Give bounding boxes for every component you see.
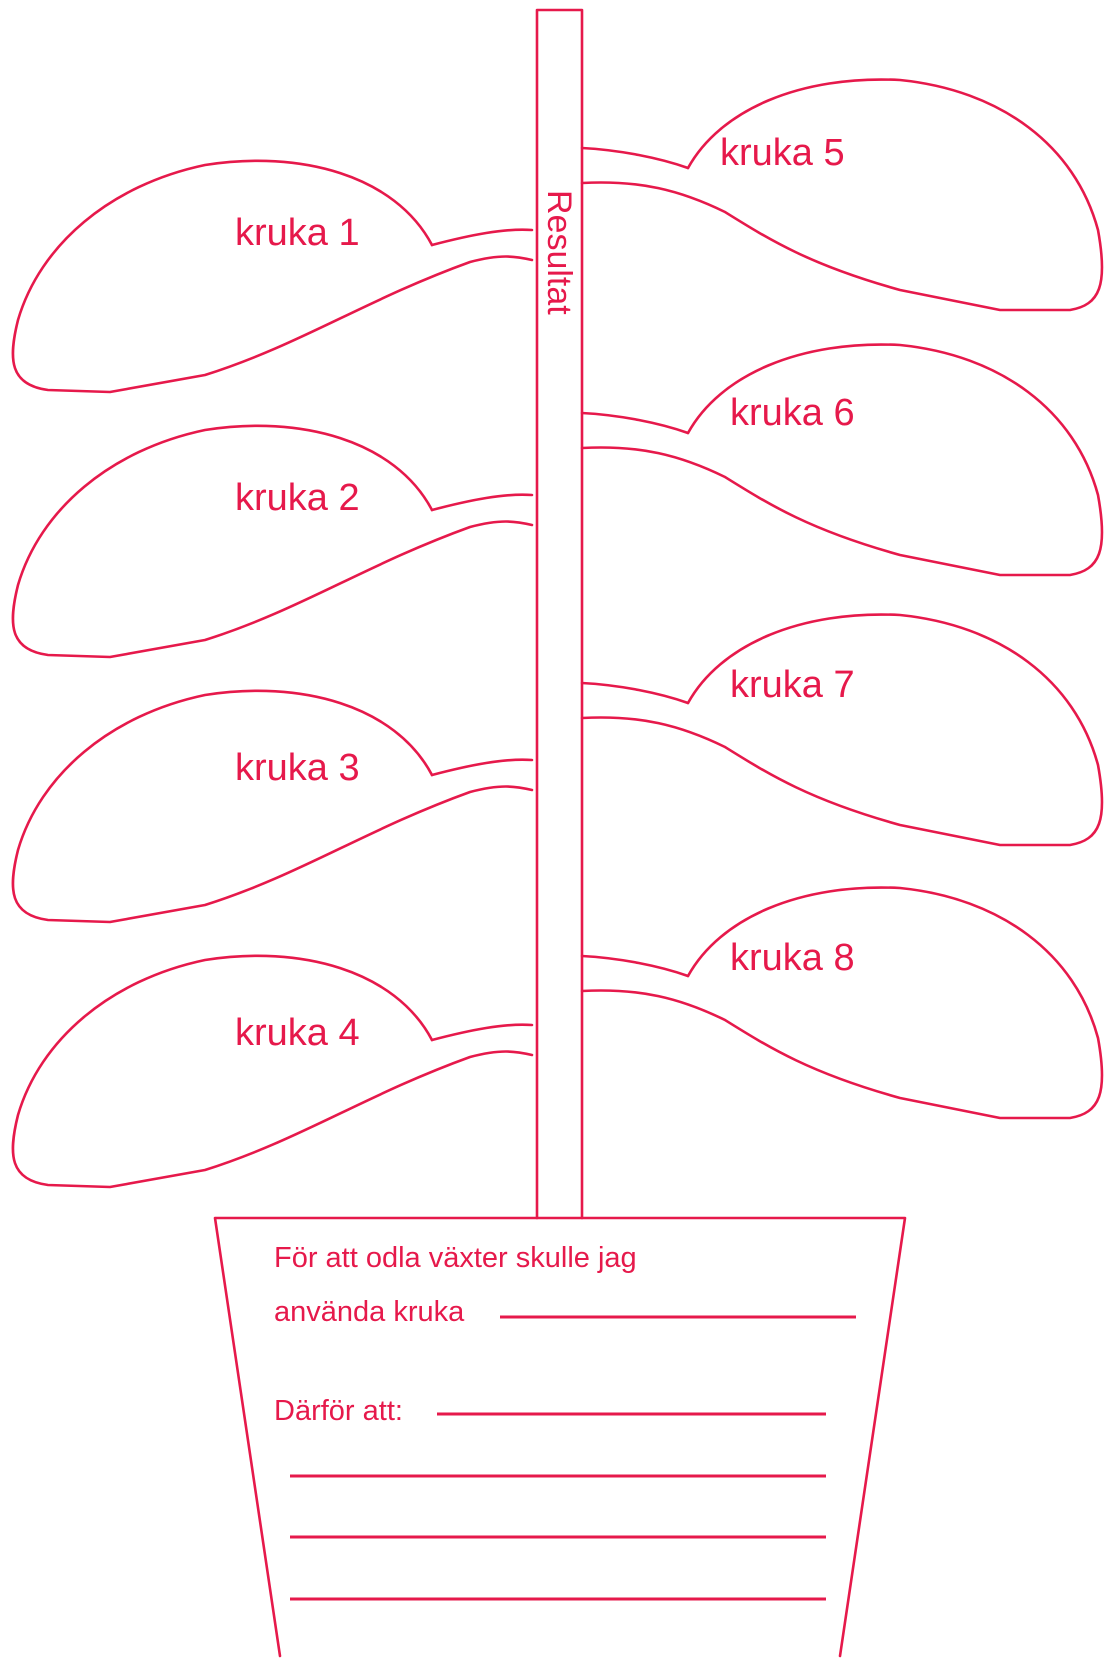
leaf-label-1: kruka 1	[235, 212, 360, 254]
leaf-label-3: kruka 3	[235, 747, 360, 789]
leaf-label-2: kruka 2	[235, 477, 360, 519]
reason-label: Därför att:	[274, 1395, 403, 1427]
pot-text-line2: använda kruka	[274, 1296, 465, 1328]
stem-label: Resultat	[540, 190, 578, 315]
pot-text-line1: För att odla växter skulle jag	[274, 1242, 637, 1274]
leaf-label-8: kruka 8	[730, 937, 855, 979]
leaf-label-4: kruka 4	[235, 1012, 360, 1054]
leaf-right-5	[582, 80, 1102, 310]
leaf-right-8	[582, 888, 1102, 1118]
leaf-right-7	[582, 615, 1102, 845]
leaf-label-5: kruka 5	[720, 132, 845, 174]
leaf-right-6	[582, 345, 1102, 575]
leaf-left-2	[13, 426, 532, 657]
leaf-label-7: kruka 7	[730, 664, 855, 706]
leaf-left-4	[13, 956, 532, 1187]
leaf-left-3	[13, 691, 532, 922]
pot	[215, 1218, 905, 1656]
leaf-left-1	[13, 161, 532, 392]
leaf-label-6: kruka 6	[730, 392, 855, 434]
